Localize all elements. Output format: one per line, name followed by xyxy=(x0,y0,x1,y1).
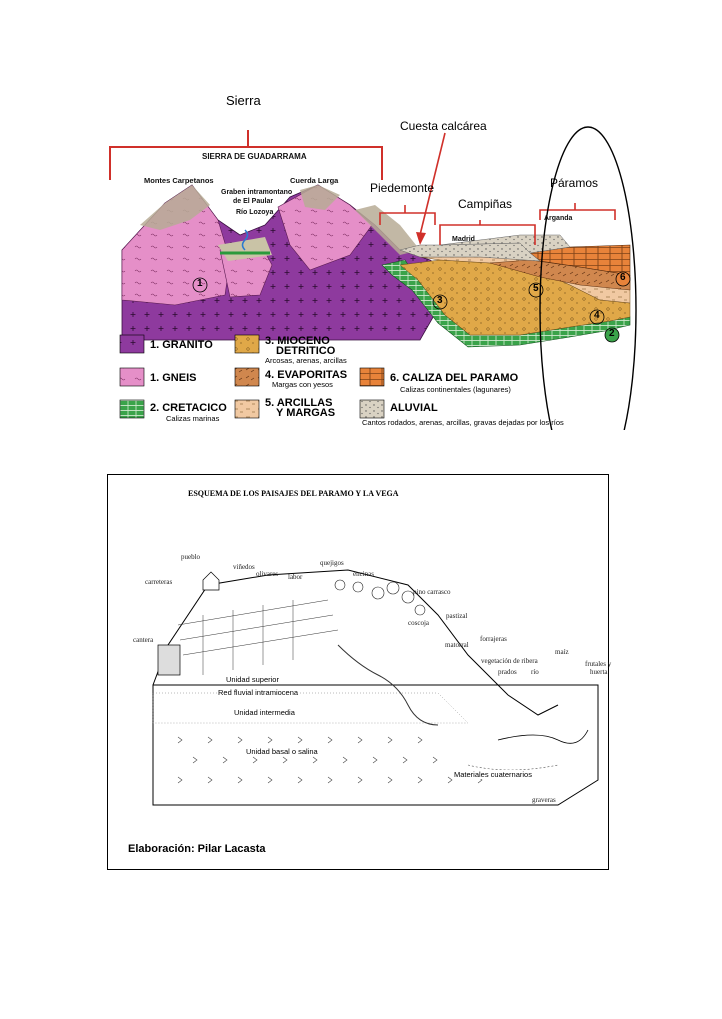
section-number-1: 1 xyxy=(197,278,203,289)
label-paramos: Páramos xyxy=(550,176,599,190)
label-matorral: matorral xyxy=(445,641,469,649)
label-frutales: frutales y xyxy=(585,660,612,668)
legend-aluvial: ALUVIAL xyxy=(390,402,438,414)
section-number-5: 5 xyxy=(533,283,539,294)
section-number-4: 4 xyxy=(594,310,600,321)
legend-evaporitas-sub: Margas con yesos xyxy=(272,380,333,389)
label-paular: de El Paular xyxy=(233,198,274,205)
label-quejigos: quejigos xyxy=(320,559,344,567)
credit: Elaboración: Pilar Lacasta xyxy=(128,843,266,855)
label-arganda: Arganda xyxy=(544,215,573,222)
label-cuesta: Cuesta calcárea xyxy=(400,119,487,133)
label-red-fluvial: Red fluvial intramiocena xyxy=(218,688,299,697)
section-number-6: 6 xyxy=(620,272,626,283)
legend-cretacico: 2. CRETACICO xyxy=(150,402,227,414)
label-pastizal: pastizal xyxy=(446,612,468,620)
label-vegetacion: vegetación de ribera xyxy=(481,657,538,665)
label-carreteras: carreteras xyxy=(145,578,173,586)
legend-arcillas-2: Y MARGAS xyxy=(276,407,336,419)
label-unidad-intermedia: Unidad intermedia xyxy=(234,708,295,717)
label-cuerda: Cuerda Larga xyxy=(290,176,339,185)
label-materiales: Materiales cuaternarios xyxy=(454,770,532,779)
label-pino: pino carrasco xyxy=(413,588,451,596)
legend-arcillas: 5. ARCILLAS xyxy=(265,397,333,409)
label-graben: Graben intramontano xyxy=(221,189,293,196)
label-pueblo: pueblo xyxy=(181,553,201,561)
label-campinas: Campiñas xyxy=(458,197,513,211)
label-cantera: cantera xyxy=(133,636,154,644)
geologic-section-drawing xyxy=(109,126,640,430)
section-title: SIERRA DE GUADARRAMA xyxy=(202,152,307,161)
legend-caliza: 6. CALIZA DEL PARAMO xyxy=(390,372,519,384)
label-lozoya: Río Lozoya xyxy=(236,209,274,216)
label-montes: Montes Carpetanos xyxy=(144,176,214,185)
section-number-2: 2 xyxy=(609,328,615,339)
legend-mioceno-sub: Arcosas, arenas, arcillas xyxy=(265,356,347,365)
legend-mioceno: 3. MIOCENO xyxy=(265,335,330,347)
label-coscoja: coscoja xyxy=(408,619,429,627)
legend-mioceno-2: DETRITICO xyxy=(276,345,336,357)
label-prados: prados xyxy=(498,668,517,676)
legend-evaporitas: 4. EVAPORITAS xyxy=(265,369,348,381)
landscape-block-drawing xyxy=(152,569,599,806)
landscape-scheme-title: ESQUEMA DE LOS PAISAJES DEL PARAMO Y LA … xyxy=(188,489,399,498)
label-rio: río xyxy=(531,668,539,676)
legend-aluvial-sub: Cantos rodados, arenas, arcillas, gravas… xyxy=(362,418,564,427)
label-forrajeras: forrajeras xyxy=(480,635,507,643)
label-unidad-superior: Unidad superior xyxy=(226,675,279,684)
label-piedemonte: Piedemonte xyxy=(370,181,435,195)
geologic-section: Sierra Cuesta calcárea Piedemonte Campiñ… xyxy=(100,85,640,430)
legend-cretacico-sub: Calizas marinas xyxy=(166,414,220,423)
label-unidad-basal: Unidad basal o salina xyxy=(246,747,318,756)
label-madrid: Madrid xyxy=(452,236,475,243)
landscape-scheme-frame: ESQUEMA DE LOS PAISAJES DEL PARAMO Y LA … xyxy=(107,474,612,870)
label-graveras: graveras xyxy=(532,796,556,804)
label-encinas: encinas xyxy=(353,570,374,578)
legend-caliza-sub: Calizas continentales (lagunares) xyxy=(400,385,511,394)
label-labor: labor xyxy=(288,573,303,581)
legend-granito: 1. GRANITO xyxy=(150,339,213,351)
legend-gneis: 1. GNEIS xyxy=(150,372,197,384)
label-huerta: huerta xyxy=(590,668,608,676)
label-vinedos: viñedos xyxy=(233,563,255,571)
label-maiz: maíz xyxy=(555,648,569,656)
section-number-3: 3 xyxy=(437,295,443,306)
label-sierra: Sierra xyxy=(226,93,261,108)
label-olivares: olivares xyxy=(256,570,279,578)
